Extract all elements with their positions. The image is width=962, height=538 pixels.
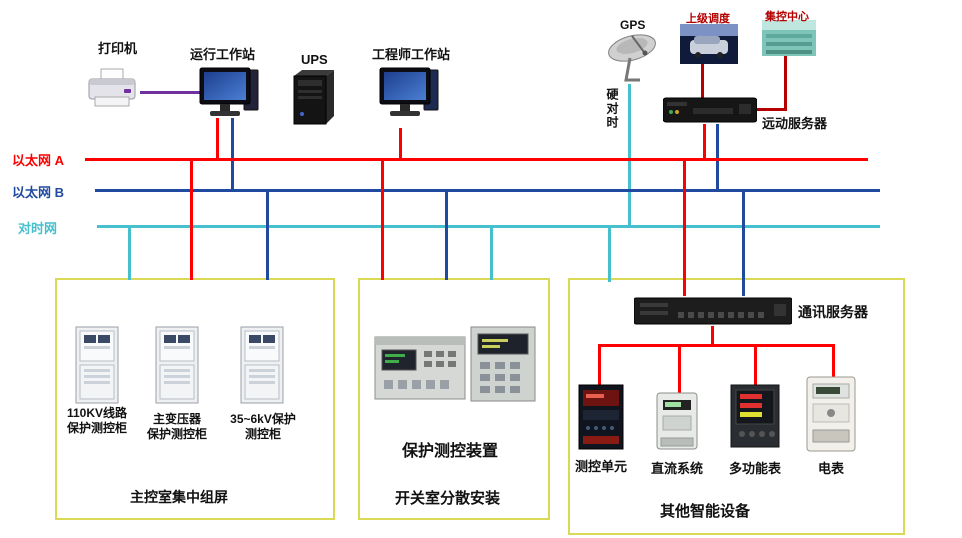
energy-meter-label: 电表 <box>818 461 845 476</box>
engineer-workstation-icon <box>378 66 440 124</box>
drop-group1-ethernet-a <box>190 160 193 280</box>
link-upper-dispatch-server <box>701 62 704 98</box>
operator-workstation-icon <box>198 66 260 124</box>
drop-server-ethernet-b <box>716 124 719 191</box>
operator-ws-label: 运行工作站 <box>190 47 256 62</box>
multifunction-meter-label: 多功能表 <box>729 461 782 476</box>
drop-gps-time-sync <box>628 84 631 227</box>
cabinet-35kv-label-line1: 35~6kV保护 <box>230 412 296 426</box>
gps-label: GPS <box>620 18 646 32</box>
engineer-ws-label: 工程师工作站 <box>372 47 451 62</box>
group2-device-label: 保护测控装置 <box>402 443 499 460</box>
cabinet-35kv-icon <box>240 326 284 404</box>
dc-system-label: 直流系统 <box>651 461 704 476</box>
link-control-center-server-h <box>757 108 787 111</box>
comm-server-label: 通讯服务器 <box>798 304 868 320</box>
printer-icon <box>84 68 140 114</box>
drop-group2-ethernet-b <box>445 191 448 280</box>
group3-caption: 其他智能设备 <box>660 503 751 520</box>
link-printer-operator-ws <box>140 91 200 94</box>
drop-energy-meter <box>832 344 835 378</box>
bus-label-ethernet-b: 以太网 B <box>12 185 65 200</box>
drop-group3-ethernet-a <box>683 160 686 296</box>
drop-group2-time-sync <box>490 227 493 280</box>
gps-antenna-icon <box>604 30 662 86</box>
bus-time-sync <box>97 225 880 228</box>
comm-server-drop <box>711 326 714 346</box>
control-center-label: 集控中心 <box>765 11 809 23</box>
protection-device-2-icon <box>470 326 536 402</box>
motion-server-label: 远动服务器 <box>762 116 828 131</box>
drop-operator-ws-ethernet-b <box>231 118 234 191</box>
drop-dc-system <box>678 344 681 394</box>
link-control-center-server-v <box>784 54 787 111</box>
comm-server-bus <box>598 344 835 347</box>
drop-group2-ethernet-a <box>381 160 384 280</box>
cabinet-110kv-label-line1: 110KV线路 <box>66 406 128 420</box>
cabinet-transformer-label: 主变压器 保护测控柜 <box>135 412 219 442</box>
drop-server-ethernet-a <box>703 124 706 160</box>
cabinet-35kv-label: 35~6kV保护 测控柜 <box>218 412 308 442</box>
measure-unit-label: 测控单元 <box>575 459 628 474</box>
drop-multifunction-meter <box>754 344 757 386</box>
protection-device-1-icon <box>374 336 466 400</box>
hard-time-sync-label: 硬对时 <box>605 88 619 130</box>
drop-measure-unit <box>598 344 601 386</box>
energy-meter-icon <box>806 376 856 452</box>
cabinet-110kv-label: 110KV线路 保护测控柜 <box>53 406 141 436</box>
printer-label: 打印机 <box>98 41 138 56</box>
drop-group3-ethernet-b <box>742 191 745 296</box>
control-center-photo <box>762 20 816 56</box>
bus-ethernet-b <box>95 189 880 192</box>
drop-group1-time-sync <box>128 227 131 280</box>
comm-server-icon <box>633 294 793 328</box>
cabinet-110kv-label-line2: 保护测控柜 <box>66 421 127 435</box>
ups-icon <box>286 66 344 128</box>
group2-caption: 开关室分散安装 <box>395 490 501 507</box>
dc-system-icon <box>656 392 698 450</box>
drop-engineer-ws-ethernet-a <box>399 128 402 160</box>
multifunction-meter-icon <box>730 384 780 448</box>
drop-operator-ws-ethernet-a <box>216 118 219 160</box>
ups-label: UPS <box>301 52 328 67</box>
measure-unit-icon <box>578 384 624 450</box>
drop-group1-ethernet-b <box>266 191 269 280</box>
bus-ethernet-a <box>85 158 868 161</box>
drop-group3-time-sync <box>608 227 611 282</box>
upper-dispatch-photo <box>680 24 738 64</box>
cabinet-110kv-icon <box>75 326 119 404</box>
bus-label-ethernet-a: 以太网 A <box>12 153 65 168</box>
cabinet-transformer-icon <box>155 326 199 404</box>
cabinet-transformer-label-line2: 保护测控柜 <box>146 427 207 441</box>
group1-caption: 主控室集中组屏 <box>130 489 228 505</box>
cabinet-transformer-label-line1: 主变压器 <box>152 412 201 426</box>
motion-server-icon <box>662 96 758 124</box>
upper-dispatch-label: 上级调度 <box>686 13 730 25</box>
cabinet-35kv-label-line2: 测控柜 <box>244 427 281 441</box>
bus-label-time-sync: 对时网 <box>18 221 58 236</box>
